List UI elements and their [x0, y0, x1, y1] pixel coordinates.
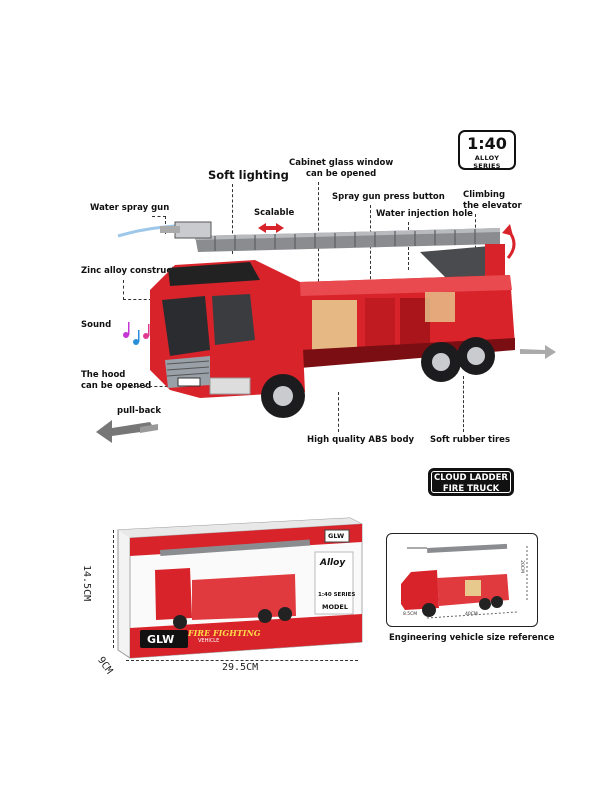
reference-length: 40CM — [465, 612, 478, 617]
label-abs-body: High quality ABS body — [307, 435, 415, 445]
truck-cab — [150, 260, 305, 398]
label-scalable: Scalable — [254, 208, 295, 218]
package-width: 29.5CM — [222, 662, 259, 673]
package-series: 1:40 SERIES — [318, 592, 356, 598]
wheels — [261, 337, 495, 418]
package-brand: GLW — [147, 633, 175, 646]
package-box — [117, 517, 363, 659]
package-vehicle: VEHICLE — [198, 638, 220, 644]
scalable-arrow-icon — [258, 223, 284, 233]
label-pull-back: pull-back — [117, 406, 162, 416]
scale-number: 1:40 — [467, 134, 507, 153]
sound-notes-icon — [123, 322, 150, 345]
leader-line — [123, 299, 157, 300]
leader-line — [123, 386, 173, 387]
reference-depth: 8.5CM — [403, 612, 418, 617]
label-rubber-tires: Soft rubber tires — [430, 435, 511, 445]
reference-caption: Engineering vehicle size reference — [389, 633, 555, 643]
package-subtitle: FIRE FIGHTING — [188, 628, 261, 638]
width-dim-line — [126, 660, 358, 661]
package-corner-brand: GLW — [328, 532, 345, 540]
leader-line — [370, 205, 371, 335]
label-sound: Sound — [81, 320, 112, 330]
package-alloy: Alloy — [320, 558, 346, 568]
label-spray-gun-button: Spray gun press button — [332, 192, 445, 202]
reference-truck-illustration — [401, 543, 528, 619]
label-zinc-alloy: Zinc alloy construction — [81, 266, 191, 276]
leader-line — [338, 392, 339, 432]
height-dim-line — [113, 530, 114, 648]
size-reference-frame: 20CM 40CM 8.5CM — [386, 533, 538, 627]
leader-line — [165, 216, 166, 234]
label-cabinet-glass: Cabinet glass window can be opened — [289, 158, 394, 179]
scale-subtitle: ALLOY SERIES — [473, 154, 501, 170]
label-climbing: Climbing the elevator — [463, 190, 522, 211]
label-water-spray-gun: Water spray gun — [90, 203, 170, 213]
product-title: CLOUD LADDER FIRE TRUCK — [428, 468, 514, 496]
leader-line — [152, 216, 166, 217]
reference-height: 20CM — [518, 560, 524, 573]
label-soft-lighting: Soft lighting — [208, 168, 289, 182]
ladder — [160, 221, 505, 302]
leader-line — [123, 280, 124, 300]
leader-line — [232, 184, 233, 254]
package-model: MODEL — [322, 603, 348, 611]
forward-arrow-icon — [520, 345, 556, 359]
package-height: 14.5CM — [81, 565, 92, 602]
pull-back-arrow-icon — [96, 420, 158, 443]
scale-badge: 1:40 ALLOY SERIES — [458, 130, 516, 170]
label-water-injection: Water injection hole — [376, 209, 473, 219]
leader-line — [463, 376, 464, 432]
truck-illustration — [96, 221, 556, 443]
